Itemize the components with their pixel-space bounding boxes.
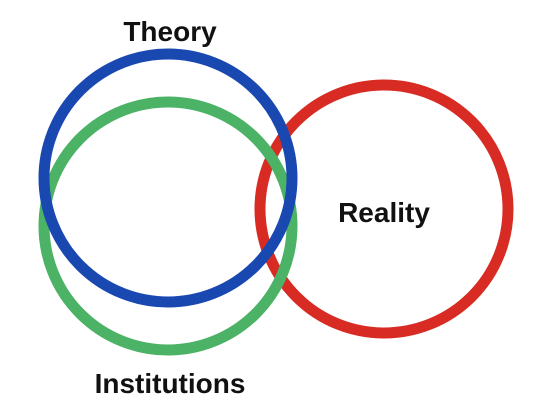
institutions-circle (38, 96, 298, 356)
reality-circle (254, 79, 514, 339)
theory-circle (38, 48, 298, 308)
theory-label: Theory (123, 16, 217, 47)
reality-label: Reality (338, 197, 430, 228)
institutions-label: Institutions (95, 368, 246, 399)
